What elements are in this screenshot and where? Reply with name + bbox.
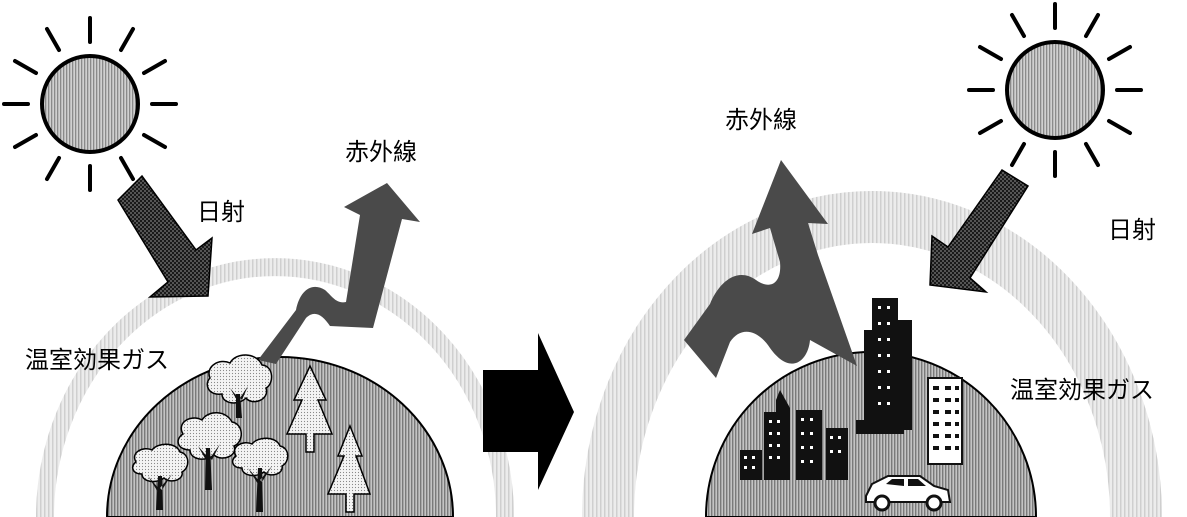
atmosphere-band-right — [582, 191, 1162, 517]
infrared-label-right: 赤外線 — [725, 106, 797, 134]
tree-icon — [131, 354, 289, 512]
transition-arrow-icon — [483, 333, 574, 490]
earth-left — [105, 356, 455, 517]
solar-arrow-right — [929, 168, 1030, 294]
sun-icon — [967, 2, 1143, 178]
ghg-label-left: 温室効果ガス — [25, 346, 169, 374]
solar-label-right: 日射 — [1108, 216, 1156, 244]
building-icon — [740, 298, 963, 480]
right-panel: 赤外線 日射 温室効果ガス — [582, 2, 1162, 517]
solar-label-left: 日射 — [197, 198, 245, 226]
infrared-arrow-left — [258, 183, 420, 364]
infrared-arrow-right — [684, 160, 857, 378]
infrared-label-left: 赤外線 — [345, 138, 417, 166]
ghg-label-right: 温室効果ガス — [1010, 376, 1154, 404]
conifer-icon — [285, 364, 372, 513]
car-icon — [865, 475, 952, 512]
solar-arrow-left — [117, 174, 213, 298]
atmosphere-band-left — [36, 258, 514, 517]
sun-icon — [2, 16, 178, 192]
left-panel: 日射 赤外線 温室効果ガス — [2, 16, 514, 517]
